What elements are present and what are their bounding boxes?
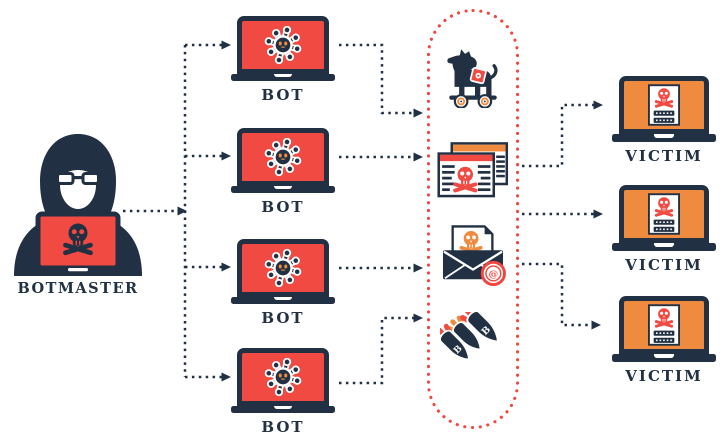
- botmaster-node: BOTMASTER: [8, 130, 148, 297]
- bot-label: BOT: [261, 309, 305, 327]
- victim-laptop-icon: [612, 76, 716, 142]
- trojan-wheel: [453, 94, 469, 108]
- victim-label: VICTIM: [625, 147, 703, 165]
- virus-malware-icon: [261, 135, 305, 179]
- botmaster-label: BOTMASTER: [17, 280, 139, 297]
- victim-node-3: VICTIM: [612, 296, 716, 385]
- virus-malware-icon: [261, 355, 305, 399]
- victim-laptop-icon: [612, 185, 716, 251]
- victim-node-2: VICTIM: [612, 185, 716, 274]
- malicious-websites-icon: [437, 142, 509, 198]
- bot-node-4: BOT: [231, 348, 335, 436]
- attack-methods-capsule: [426, 8, 520, 430]
- spam-email-icon: @: [442, 225, 506, 287]
- bot-laptop-icon: [231, 128, 335, 193]
- arrow-bot-4-to-capsule: [339, 313, 423, 385]
- ransom-skull-card-icon: [648, 84, 680, 126]
- arrow-bot-1-to-capsule: [339, 43, 423, 118]
- bot-laptop-icon: [231, 239, 335, 304]
- bomb-attack-icon: B B: [440, 312, 506, 369]
- bot-label: BOT: [261, 198, 305, 216]
- ransom-skull-card-icon: [648, 304, 680, 346]
- ransom-skull-card-icon: [648, 193, 680, 235]
- trojan-horse-icon: [447, 49, 498, 108]
- bot-label: BOT: [261, 418, 305, 436]
- bot-label: BOT: [261, 86, 305, 104]
- victim-laptop-icon: [612, 296, 716, 362]
- virus-malware-icon: [261, 23, 305, 67]
- virus-malware-icon: [261, 246, 305, 290]
- hacker-hoodie-icon: [14, 134, 142, 276]
- arrow-capsule-to-victim-3: [522, 262, 601, 330]
- arrow-capsule-to-victim-1: [522, 100, 603, 168]
- bot-node-1: BOT: [231, 16, 335, 104]
- victim-label: VICTIM: [625, 256, 703, 274]
- trojan-wheel: [477, 94, 493, 108]
- bot-node-2: BOT: [231, 128, 335, 216]
- bot-laptop-icon: [231, 348, 335, 413]
- victim-label: VICTIM: [625, 367, 703, 385]
- svg-text:@: @: [489, 269, 499, 280]
- email-at-badge: @: [480, 260, 506, 287]
- bot-laptop-icon: [231, 16, 335, 81]
- bot-node-3: BOT: [231, 239, 335, 327]
- victim-node-1: VICTIM: [612, 76, 716, 165]
- botmaster-laptop-base: [30, 268, 126, 276]
- glasses-icon: [56, 172, 100, 185]
